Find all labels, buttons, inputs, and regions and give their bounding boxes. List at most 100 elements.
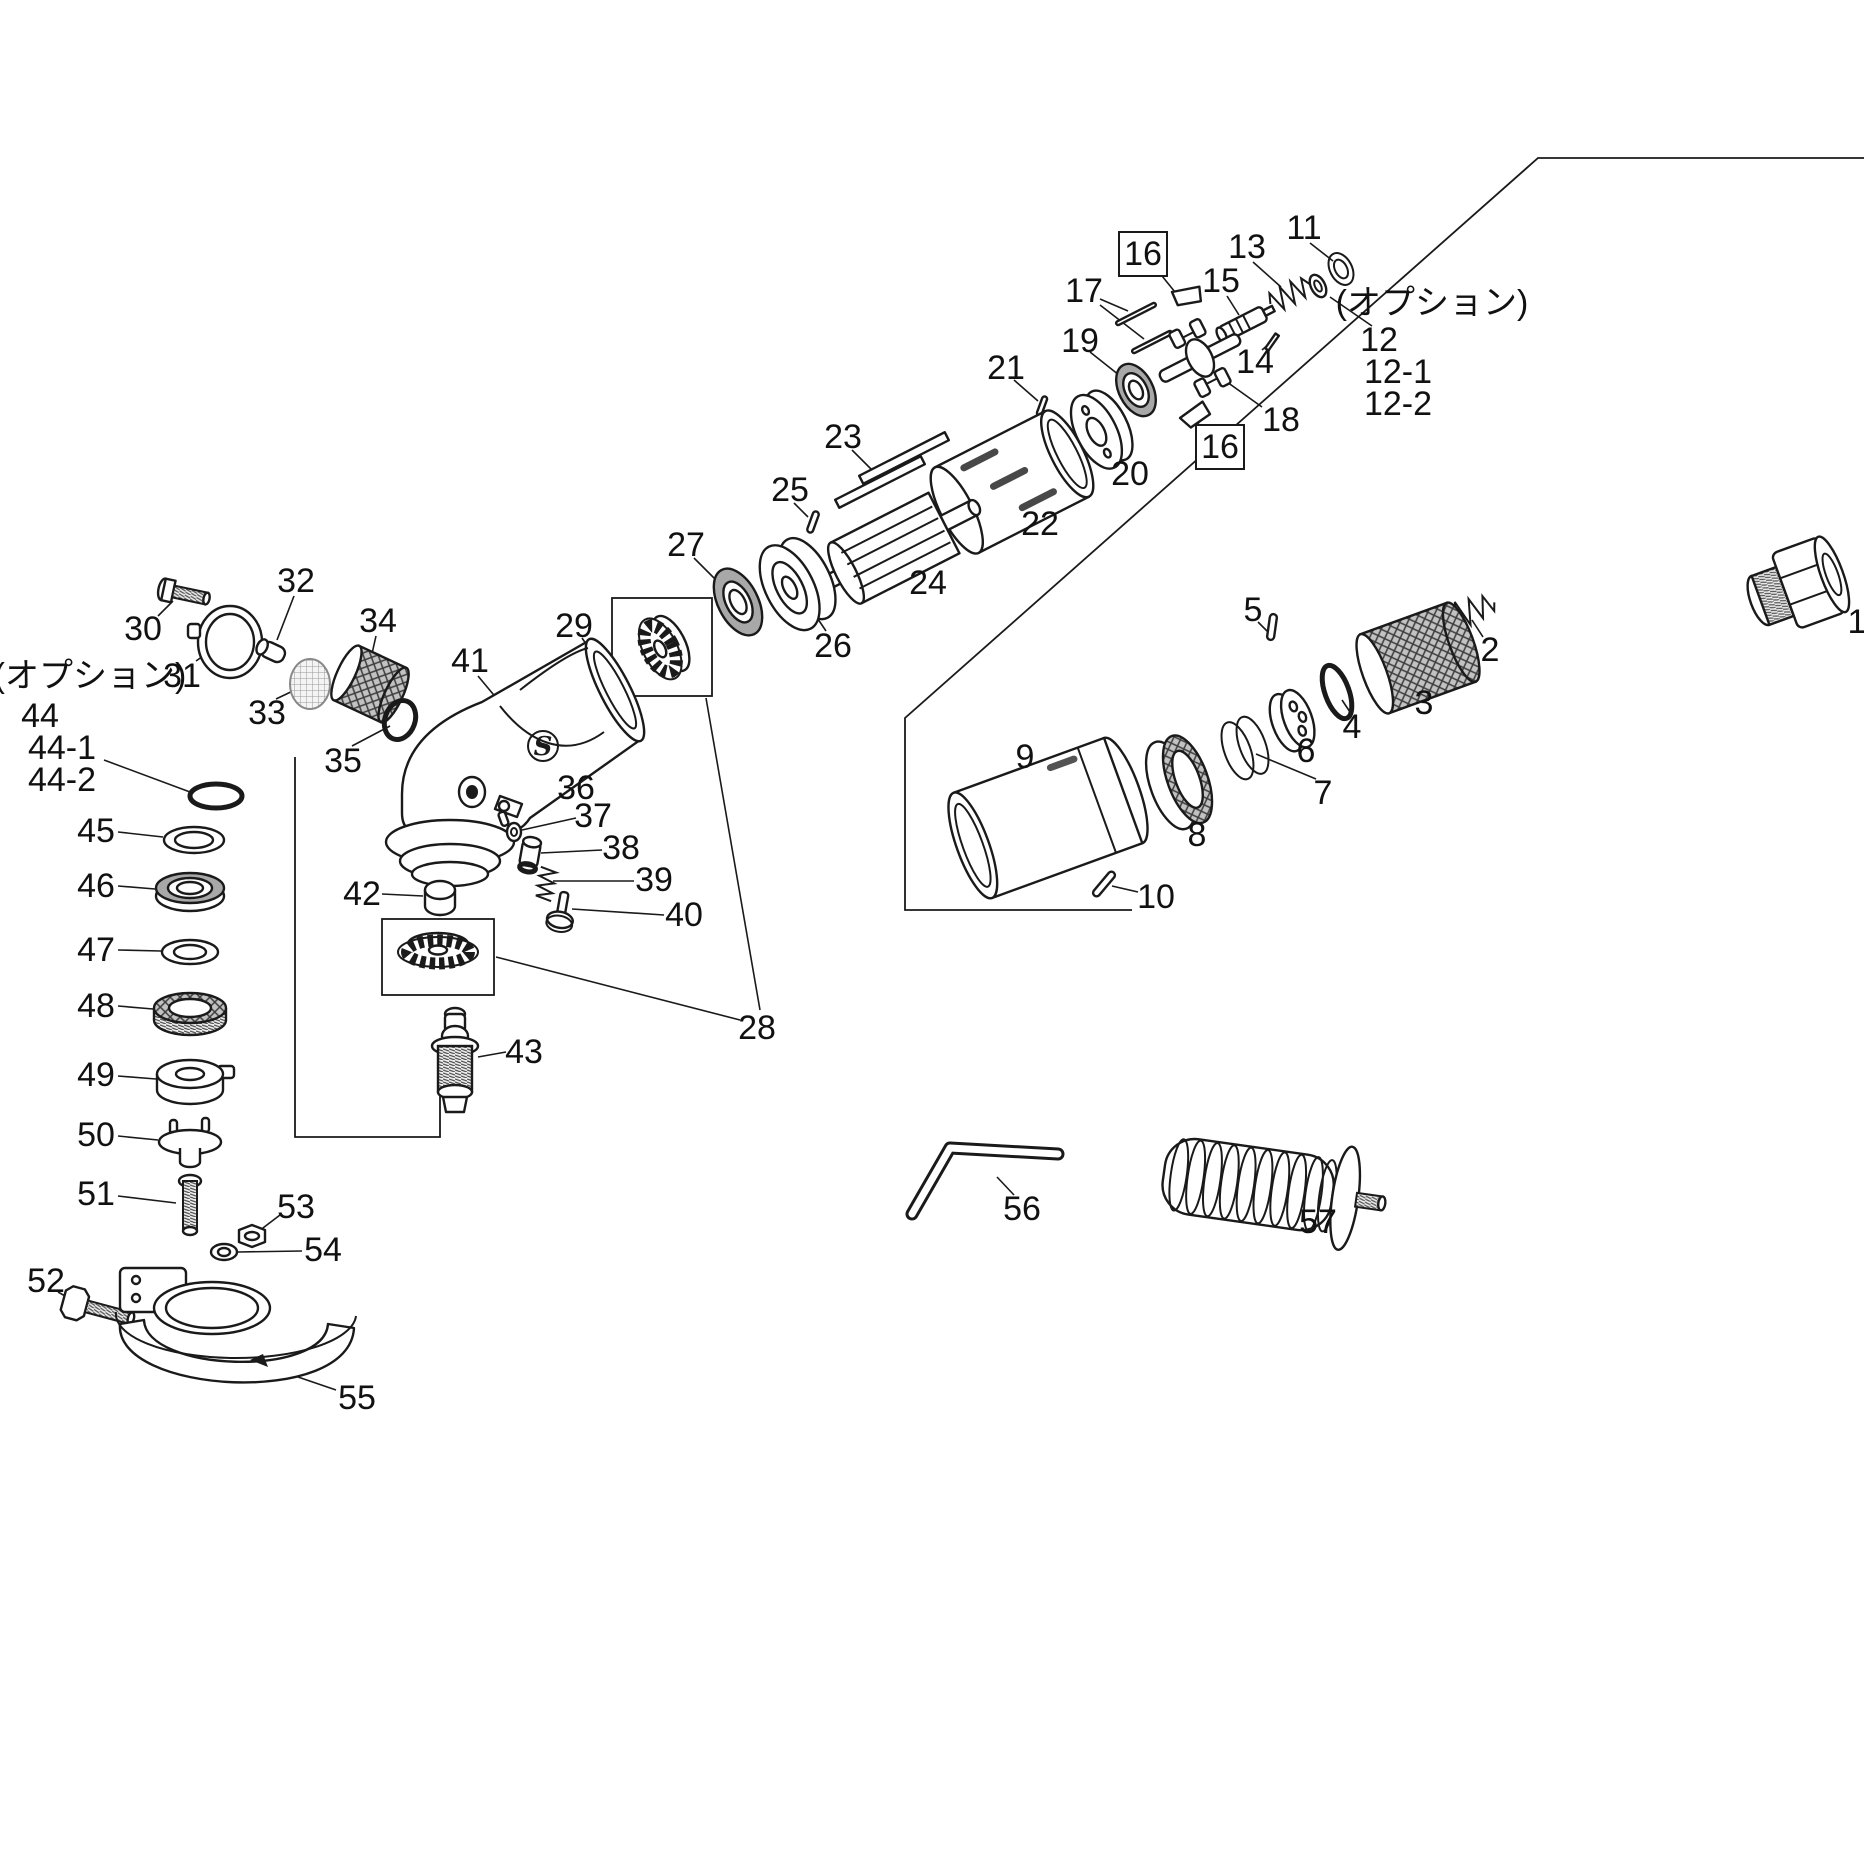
part-8-ring-nut: [1144, 734, 1214, 831]
part-19-bearing: [1115, 362, 1157, 418]
part-label-46: 46: [77, 867, 115, 905]
part-label-40: 40: [665, 896, 703, 934]
label-box-16: [1195, 424, 1245, 470]
part-43-collet-spindle: [430, 1006, 480, 1114]
part-label-17: 17: [1065, 272, 1103, 310]
part-51-spindle-shaft: [177, 1173, 203, 1237]
gear-box-upper: [611, 597, 713, 697]
part-label-50: 50: [77, 1116, 115, 1154]
part-label-16: 16: [1201, 428, 1239, 466]
part-30-screw: [156, 577, 211, 606]
part-31-clamp-ring: [186, 604, 264, 680]
part-label-56: 56: [1003, 1190, 1041, 1228]
part-23-rotor-blade: [857, 430, 951, 486]
part-label-10: 10: [1137, 878, 1175, 916]
part-label-30: 30: [124, 610, 162, 648]
part-49-clamp-collar: [155, 1058, 236, 1106]
part-5-pin: [1265, 612, 1279, 642]
part-47-seal: [160, 938, 220, 966]
part-label-13: 13: [1228, 228, 1266, 266]
part-label-49: 49: [77, 1056, 115, 1094]
part-label-12-1: 12-1: [1364, 353, 1432, 391]
rotation-arrow: [250, 1354, 268, 1367]
part-10-pin: [1091, 870, 1117, 898]
part-34-knurled-knob: [330, 644, 410, 724]
part-4-o-ring: [1319, 662, 1355, 722]
part-label-23: 23: [824, 418, 862, 456]
part-9-valve-housing: [947, 736, 1149, 900]
part-label-55: 55: [338, 1379, 376, 1417]
part-label-57: 57: [1299, 1203, 1337, 1241]
part-label-43: 43: [505, 1033, 543, 1071]
part-35-o-ring: [381, 698, 419, 742]
part-42-spacer: [423, 879, 457, 917]
brand-logo: S: [534, 732, 553, 762]
part-label-38: 38: [602, 829, 640, 867]
part-label-32: 32: [277, 562, 315, 600]
part-label-28: 28: [738, 1009, 776, 1047]
part-label-6: 6: [1297, 732, 1316, 770]
part-label-47: 47: [77, 931, 115, 969]
part-label-12: 12: [1360, 321, 1398, 359]
part-39-spring: [534, 865, 560, 903]
part-label-(オプション): (オプション): [1336, 284, 1529, 322]
part-33-screen: [289, 658, 331, 710]
part-label-41: 41: [451, 642, 489, 680]
part-28-bevel-gear-large: [397, 931, 479, 970]
part-24-rotor: [812, 491, 982, 605]
part-15-valve-stem: [1215, 304, 1276, 344]
gear-box-lower: [381, 918, 495, 996]
part-55-wheel-guard: [114, 1266, 357, 1384]
part-48-threaded-ring: [152, 991, 228, 1037]
part-label-24: 24: [909, 564, 947, 602]
part-label-16: 16: [1124, 235, 1162, 273]
option-group-frame-left: [294, 757, 441, 1138]
part-label-4: 4: [1343, 708, 1362, 746]
part-label-25: 25: [771, 471, 809, 509]
part-label-51: 51: [77, 1175, 115, 1213]
part-label-18: 18: [1262, 401, 1300, 439]
part-label-54: 54: [304, 1231, 342, 1269]
part-label-44-1: 44-1: [28, 729, 96, 767]
part-50-drive-flange: [157, 1116, 223, 1169]
part-26-end-plate-front: [758, 536, 837, 632]
part-52-bolt: [59, 1285, 136, 1326]
part-label-26: 26: [814, 627, 852, 665]
part-label-31: 31: [163, 657, 201, 695]
part-label-35: 35: [324, 742, 362, 780]
part-label-7: 7: [1314, 774, 1333, 812]
part-1-inlet-bushing: [1746, 535, 1851, 629]
part-label-39: 39: [635, 861, 673, 899]
part-label-14: 14: [1236, 343, 1274, 381]
part-44-o-ring: [187, 781, 245, 811]
part-label-45: 45: [77, 812, 115, 850]
part-16-valve-blade: [1178, 400, 1212, 429]
part-45-washer: [162, 825, 226, 855]
part-57-side-handle: [1161, 1137, 1387, 1251]
part-18-governor-spider: [1158, 318, 1242, 398]
part-36-pin-ball: [497, 799, 511, 827]
part-label-5: 5: [1244, 591, 1263, 629]
part-3-throttle-sleeve: [1355, 601, 1481, 715]
part-28-bevel-gear-small: [637, 614, 691, 681]
part-label-52: 52: [27, 1262, 65, 1300]
part-25-pin: [806, 510, 820, 534]
part-11-ring-nut: [1327, 252, 1355, 286]
part-label-11: 11: [1286, 209, 1321, 247]
label-box-16: [1118, 231, 1168, 277]
part-label-27: 27: [667, 526, 705, 564]
part-label-19: 19: [1061, 322, 1099, 360]
part-56-hex-wrench: [905, 1141, 1065, 1221]
part-label-42: 42: [343, 875, 381, 913]
option-group-frame-right: [904, 157, 1864, 911]
part-53-nut: [237, 1223, 267, 1249]
part-label-29: 29: [555, 607, 593, 645]
part-7-o-rings: [1220, 715, 1270, 781]
part-label-20: 20: [1111, 455, 1149, 493]
part-label-53: 53: [277, 1188, 315, 1226]
part-38-valve: [517, 835, 543, 875]
part-label-22: 22: [1021, 505, 1059, 543]
part-37-seat-ring: [505, 821, 523, 843]
